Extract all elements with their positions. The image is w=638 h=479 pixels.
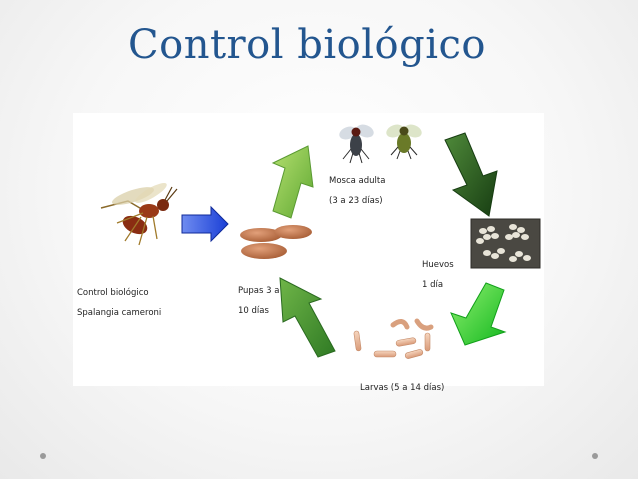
- diagram-graphics: [100, 124, 541, 359]
- wasp-illustration: [100, 183, 178, 246]
- arrow-eggs-to-larvae: [450, 282, 507, 346]
- larvae-stage-name: Larvas (5 a 14 días): [360, 383, 445, 393]
- pupae-stage-label: Pupas 3 a 10 días: [238, 276, 279, 316]
- eggs-stage-duration: 1 día: [422, 280, 444, 290]
- life-cycle-diagram: Mosca adulta (3 a 23 días) Huevos 1 día …: [73, 113, 544, 393]
- arrow-adult-to-eggs: [444, 132, 498, 217]
- arrow-larvae-to-pupae: [279, 277, 336, 358]
- arrow-control-to-pupae: [181, 205, 229, 243]
- adult-flies-illustration: [339, 124, 422, 164]
- arrow-pupae-to-adult: [271, 145, 314, 219]
- adult-stage-name: Mosca adulta: [329, 176, 386, 186]
- larvae-stage-label: Larvas (5 a 14 días): [360, 373, 444, 393]
- pupae-stage-duration: 10 días: [238, 306, 269, 316]
- eggs-stage-name: Huevos: [422, 260, 454, 270]
- pupae-stage-name: Pupas 3 a: [238, 286, 280, 296]
- control-title: Control biológico: [77, 288, 149, 298]
- slide-dot-right: [592, 453, 598, 459]
- eggs-photo: [470, 218, 541, 269]
- slide-dot-left: [40, 453, 46, 459]
- eggs-stage-label: Huevos 1 día: [422, 250, 454, 290]
- control-label: Control biológico Spalangia cameroni: [77, 278, 161, 318]
- adult-stage-duration: (3 a 23 días): [329, 196, 383, 206]
- adult-stage-label: Mosca adulta (3 a 23 días): [329, 166, 385, 206]
- control-species: Spalangia cameroni: [77, 308, 162, 318]
- pupae-illustration: [240, 225, 312, 259]
- slide-title: Control biológico: [128, 22, 486, 68]
- larvae-illustration: [353, 318, 434, 359]
